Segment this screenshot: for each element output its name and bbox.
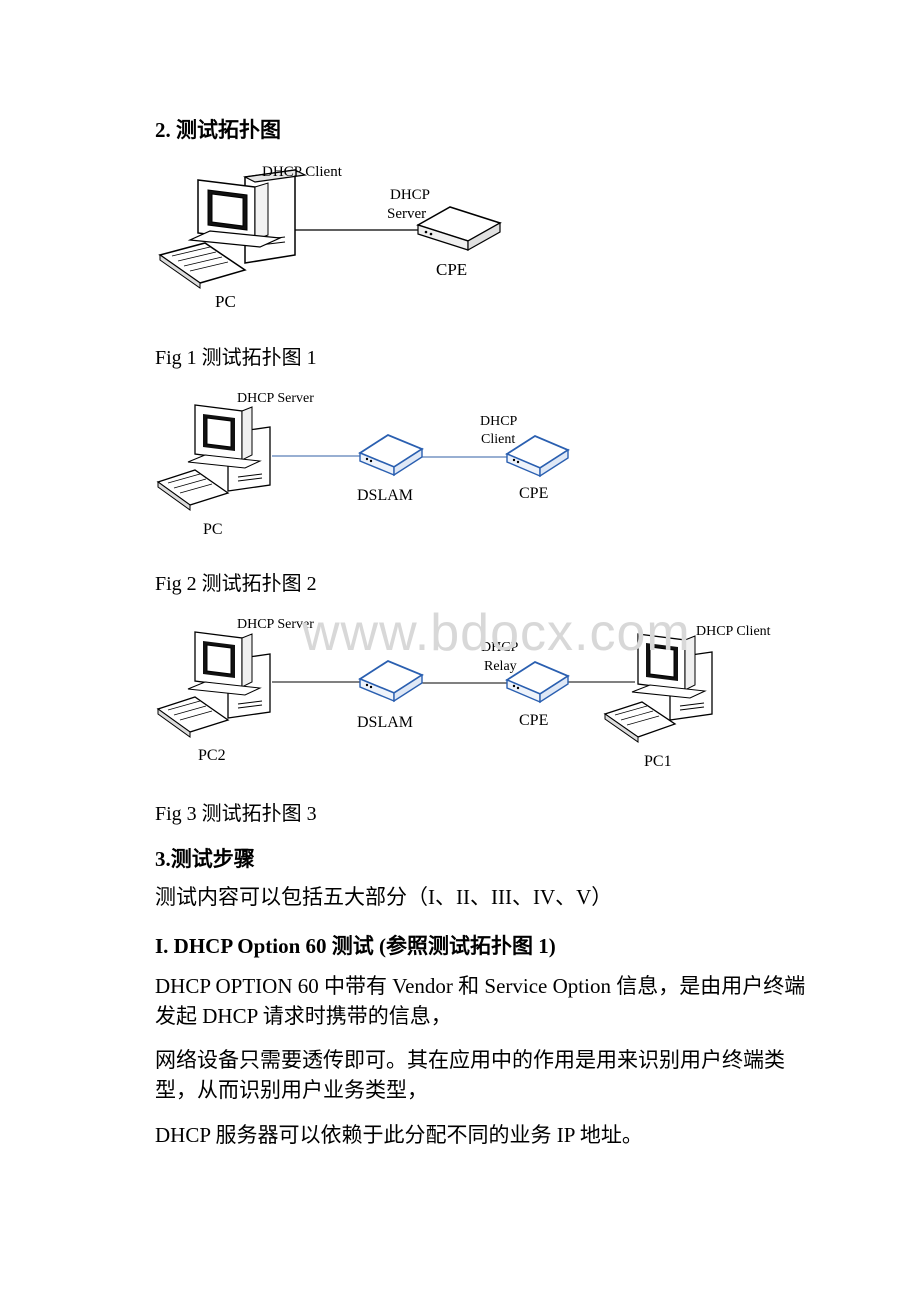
fig2-dslam-label: DSLAM: [357, 487, 413, 504]
fig2-dslam-icon: [358, 433, 424, 477]
fig2-cpe-label: CPE: [519, 485, 548, 502]
fig2-pc-role-label: DHCP Server: [237, 391, 314, 406]
fig3-pc2-icon: [156, 631, 271, 738]
fig3-dslam-label: DSLAM: [357, 714, 413, 731]
fig2-pc-label: PC: [203, 521, 223, 538]
fig2-cpe-role-line2: Client: [481, 432, 515, 447]
figure-1-svg: DHCP Client DHCP Server CPE PC: [158, 164, 502, 311]
fig1-pc-role-label: DHCP Client: [262, 164, 343, 180]
figure-2-svg: DHCP Server DHCP Client DSLAM CPE PC: [156, 391, 570, 538]
section-heading-topology: 2. 测试拓扑图: [155, 118, 281, 142]
fig2-cpe-icon: [505, 434, 570, 478]
fig2-pc-icon: [156, 404, 271, 511]
figure-3-caption: Fig 3 测试拓扑图 3: [155, 803, 317, 825]
fig2-cpe-role-line1: DHCP: [480, 414, 518, 429]
fig1-cpe-role-line1: DHCP: [390, 187, 430, 203]
figure-2-caption: Fig 2 测试拓扑图 2: [155, 573, 317, 595]
figure-3-diagram: DHCP Server DHCP Relay DHCP Client DSLAM…: [150, 610, 790, 780]
fig3-pc1-role-label: DHCP Client: [696, 624, 771, 639]
fig3-pc2-label: PC2: [198, 747, 226, 764]
fig1-cpe-role-line2: Server: [387, 206, 426, 222]
fig1-pc-icon: [158, 169, 307, 289]
fig3-cpe-label: CPE: [519, 712, 548, 729]
fig3-cpe-role-line2: Relay: [484, 659, 517, 674]
figure-2-diagram: DHCP Server DHCP Client DSLAM CPE PC: [150, 385, 610, 545]
fig3-dslam-icon: [358, 659, 424, 703]
paragraph-2: 网络设备只需要透传即可。其在应用中的作用是用来识别用户终端类型，从而识别用户业务…: [155, 1048, 785, 1102]
intro-paragraph: 测试内容可以包括五大部分（I、II、III、IV、V）: [155, 885, 613, 909]
fig1-pc-label: PC: [215, 292, 236, 311]
fig3-pc1-label: PC1: [644, 753, 672, 770]
figure-1-caption: Fig 1 测试拓扑图 1: [155, 347, 317, 369]
fig3-pc1-icon: [603, 633, 713, 743]
fig3-pc2-role-label: DHCP Server: [237, 617, 314, 632]
fig3-cpe-role-line1: DHCP: [481, 640, 519, 655]
paragraph-3: DHCP 服务器可以依赖于此分配不同的业务 IP 地址。: [155, 1123, 643, 1147]
paragraph-1: DHCP OPTION 60 中带有 Vendor 和 Service Opti…: [155, 974, 806, 1028]
figure-3-svg: DHCP Server DHCP Relay DHCP Client DSLAM…: [156, 617, 771, 770]
fig1-cpe-label: CPE: [436, 260, 467, 279]
figure-1-diagram: DHCP Client DHCP Server CPE PC: [150, 155, 570, 320]
watermark-text: www.bdocx.com: [302, 604, 691, 662]
section-heading-steps: 3.测试步骤: [155, 847, 255, 871]
fig1-cpe-icon: [416, 206, 502, 252]
section1-heading: I. DHCP Option 60 测试 (参照测试拓扑图 1): [155, 934, 556, 958]
fig3-cpe-icon: [505, 660, 570, 704]
